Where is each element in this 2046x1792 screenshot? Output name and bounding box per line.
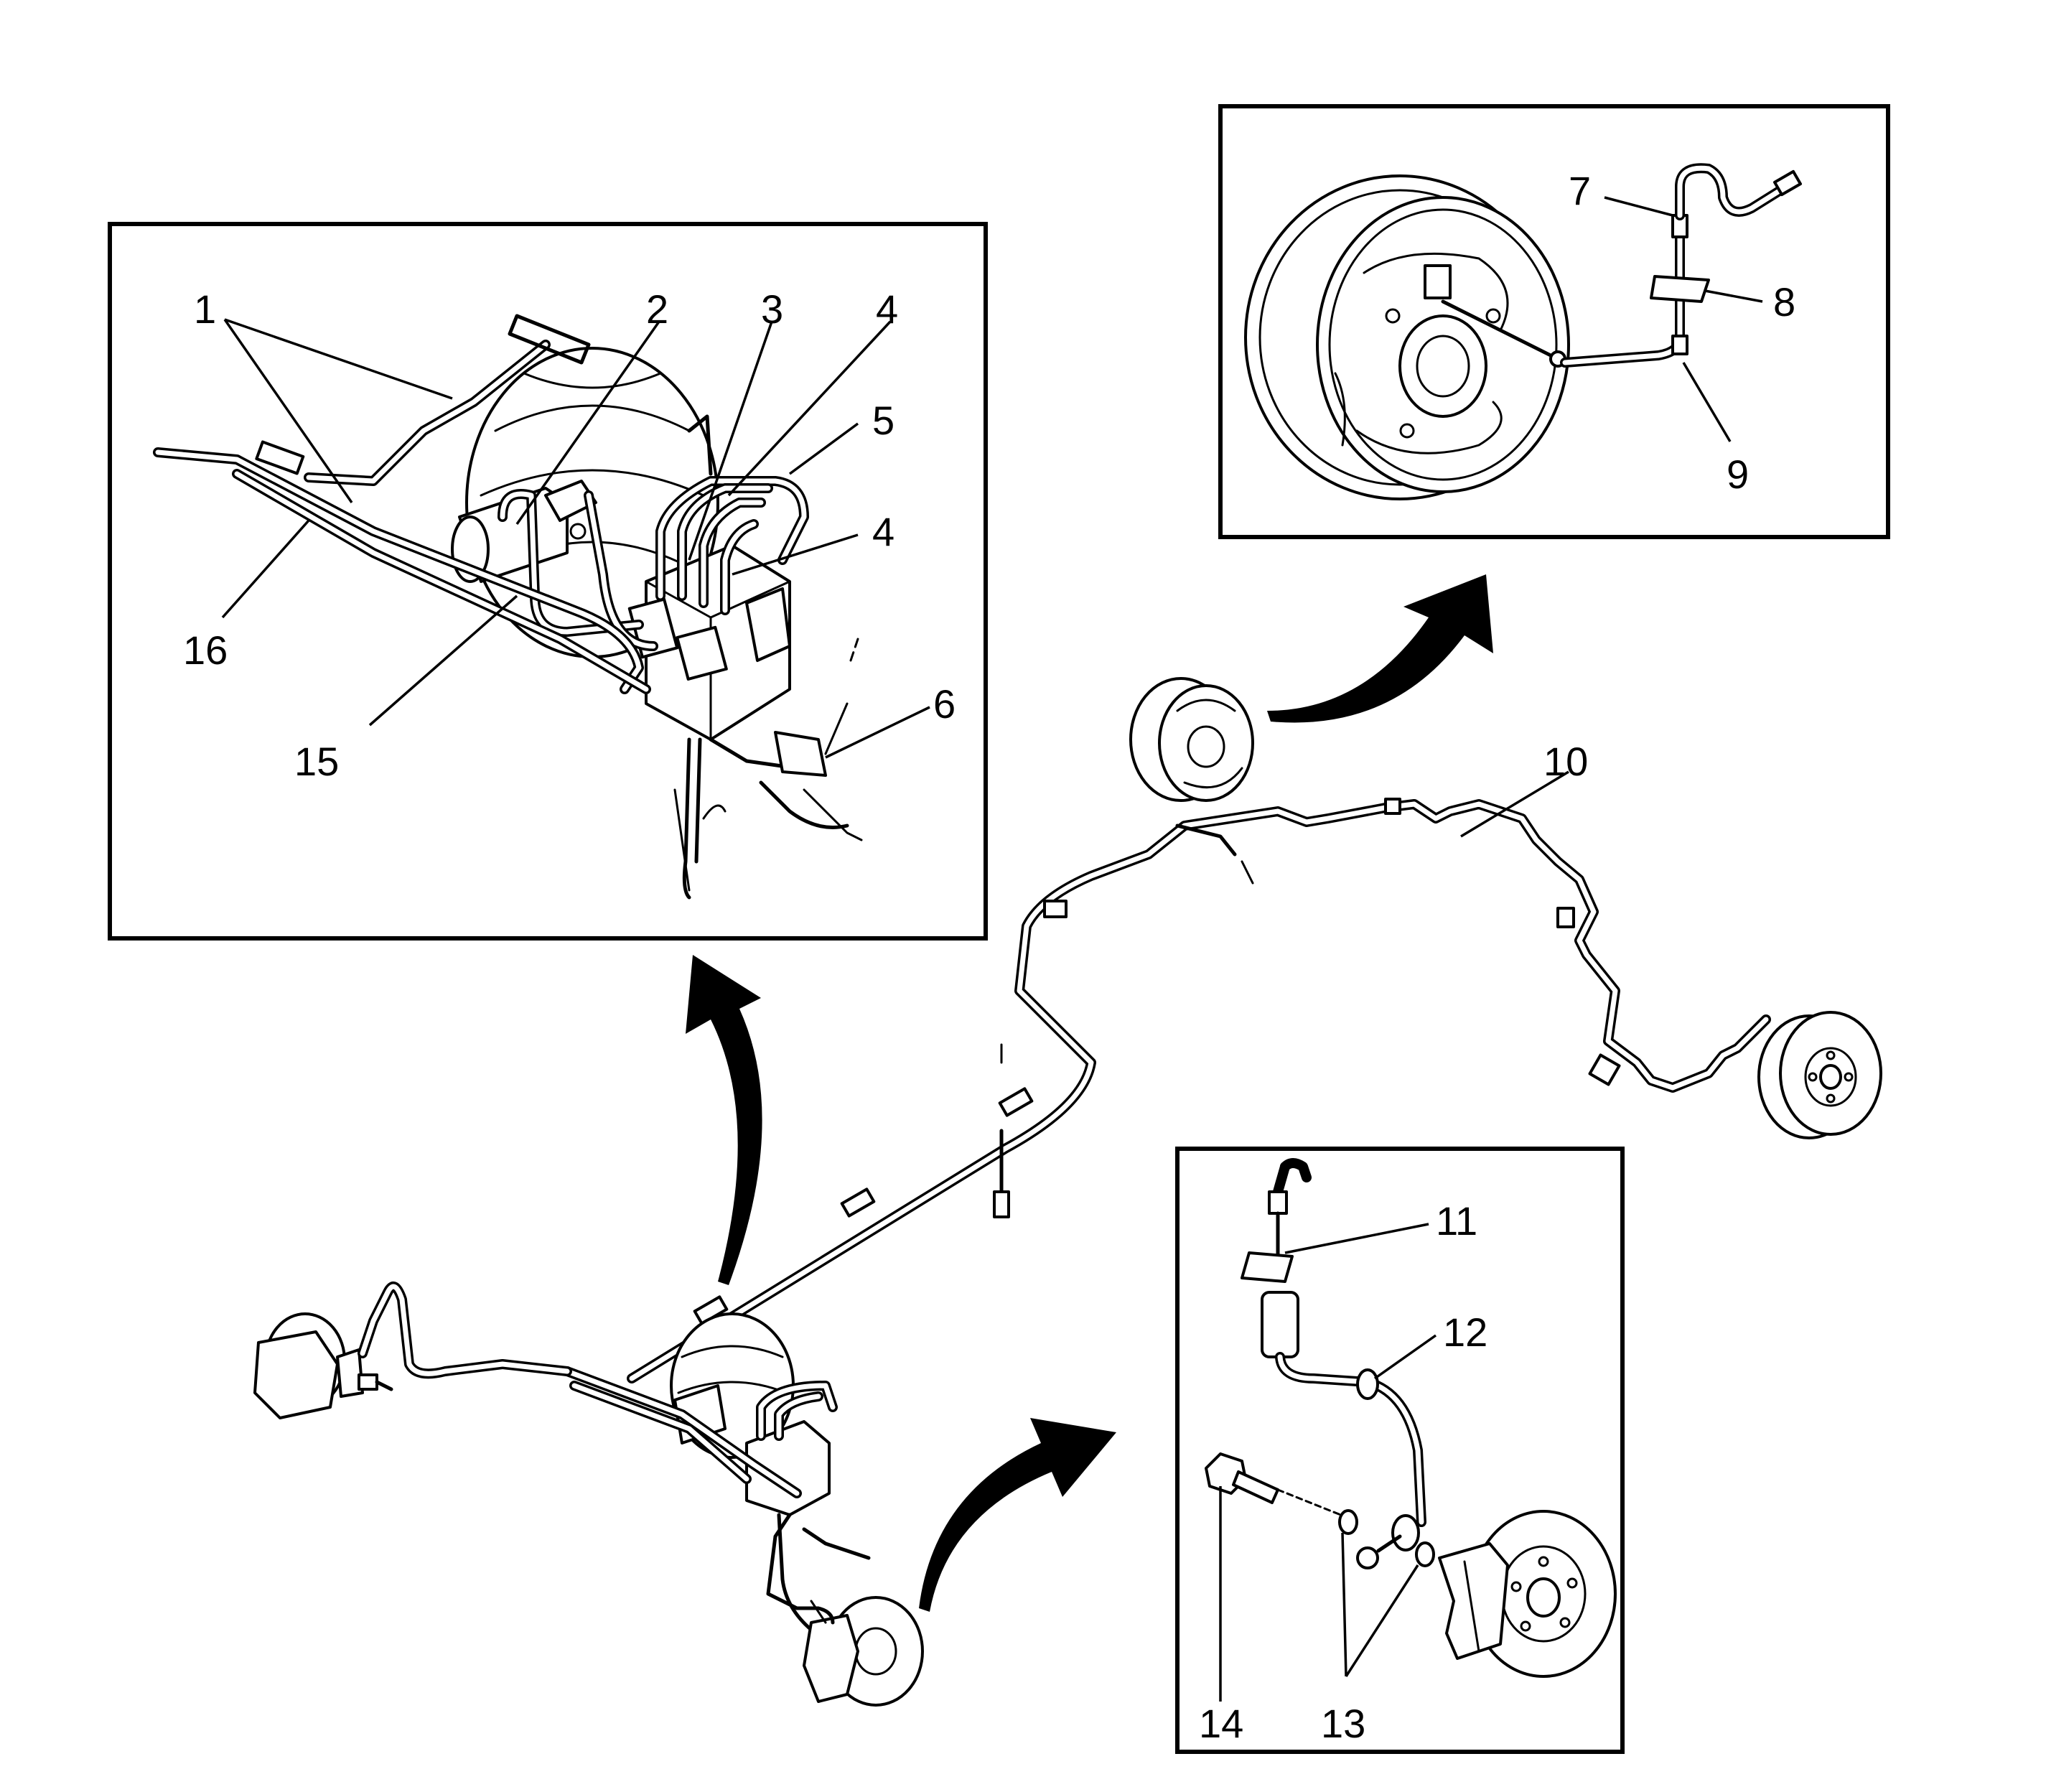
callout-6: 6 <box>933 681 956 727</box>
inset-rear-drum-frame <box>1218 104 1890 539</box>
rear-pipe-hose <box>1441 163 1802 368</box>
leader-6 <box>825 706 930 759</box>
rear-drum-small-left-icon <box>1129 677 1254 885</box>
callout-4-bottom: 4 <box>872 509 894 554</box>
rear-drum-brake-icon <box>1244 174 1570 500</box>
callout-5: 5 <box>872 398 894 443</box>
banjo-bolt-icon <box>1205 1452 1435 1567</box>
leader-7 <box>1604 196 1673 217</box>
curved-arrow-right-bottom-icon <box>919 1418 1116 1612</box>
leader-11 <box>1284 1223 1429 1254</box>
curved-arrow-up-icon <box>686 955 762 1285</box>
inset-front-caliper-frame <box>1175 1147 1625 1754</box>
front-hose-icon <box>1241 1158 1426 1569</box>
front-caliper-rotor-icon <box>1438 1510 1617 1678</box>
main-brake-assembly <box>253 677 1882 1707</box>
booster-abs-small-icon <box>562 1312 871 1653</box>
callout-8: 8 <box>1773 279 1795 325</box>
leader-2 <box>515 320 660 526</box>
inset-front-caliper: 11 12 14 13 <box>1175 1147 1625 1754</box>
main-brake-pipe-10 <box>627 799 1771 1383</box>
leader-5 <box>788 422 859 475</box>
lower-pipes-fitting <box>673 638 863 900</box>
leader-12 <box>1373 1334 1437 1380</box>
leader-4b <box>732 533 859 576</box>
leader-15 <box>368 594 518 727</box>
leader-13a <box>1341 1532 1347 1677</box>
leader-9 <box>1682 362 1732 442</box>
callout-4-top: 4 <box>876 286 898 332</box>
curved-arrow-right-top-icon <box>1267 574 1493 723</box>
inset-master-cylinder: 1 2 3 4 5 4 6 15 16 <box>108 222 988 941</box>
front-left-caliper-icon <box>253 1282 572 1419</box>
inset-master-cylinder-frame <box>108 222 988 941</box>
front-right-caliper-icon <box>766 1513 924 1707</box>
leader-1a <box>224 318 453 400</box>
callout-14: 14 <box>1199 1701 1243 1746</box>
callout-10: 10 <box>1543 739 1588 784</box>
callout-9: 9 <box>1727 452 1749 497</box>
rear-drum-small-right-icon <box>1757 1011 1882 1139</box>
callout-12: 12 <box>1443 1310 1487 1355</box>
callout-2: 2 <box>646 286 668 332</box>
leader-4a <box>727 320 892 497</box>
callout-13: 13 <box>1321 1701 1365 1746</box>
callout-7: 7 <box>1569 168 1591 213</box>
pipe-clips <box>693 798 1621 1325</box>
leader-1b <box>223 319 353 503</box>
callout-3: 3 <box>761 286 783 332</box>
leader-3 <box>688 321 773 561</box>
mounting-bolt-icon <box>993 1043 1010 1218</box>
leader-8 <box>1704 289 1763 303</box>
brake-pipes-left <box>153 314 651 694</box>
leader-10 <box>1460 770 1569 838</box>
inset-rear-drum: 7 8 9 <box>1218 104 1890 539</box>
callout-15: 15 <box>294 739 339 784</box>
leader-13b <box>1345 1564 1419 1677</box>
callout-11: 11 <box>1436 1198 1477 1243</box>
leader-16 <box>221 519 310 619</box>
callout-16: 16 <box>183 627 228 673</box>
callout-1: 1 <box>194 286 216 332</box>
